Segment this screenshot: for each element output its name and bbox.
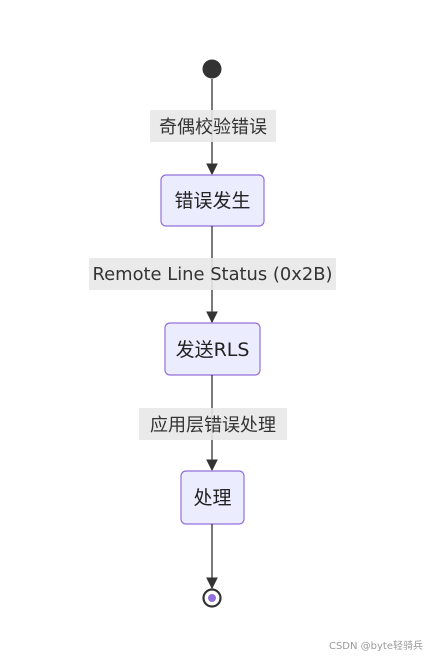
transition-label-bg-rls-status — [89, 258, 336, 290]
state-label-error-occurs: 错误发生 — [174, 190, 250, 212]
transition-label-app-layer-error: 应用层错误处理 — [150, 415, 276, 436]
transition-label-parity-error: 奇偶校验错误 — [159, 117, 267, 138]
transition-label-remote-line-status: Remote Line Status (0x2B) — [93, 264, 333, 285]
start-node — [202, 59, 222, 79]
watermark-text: CSDN @byte轻骑兵 — [329, 639, 423, 652]
state-label-handle: 处理 — [193, 487, 231, 509]
transition-label-bg-parity — [150, 110, 276, 142]
end-node-inner — [207, 593, 217, 603]
transition-label-bg-app-error — [139, 408, 287, 440]
state-label-send-rls: 发送RLS — [176, 339, 250, 361]
